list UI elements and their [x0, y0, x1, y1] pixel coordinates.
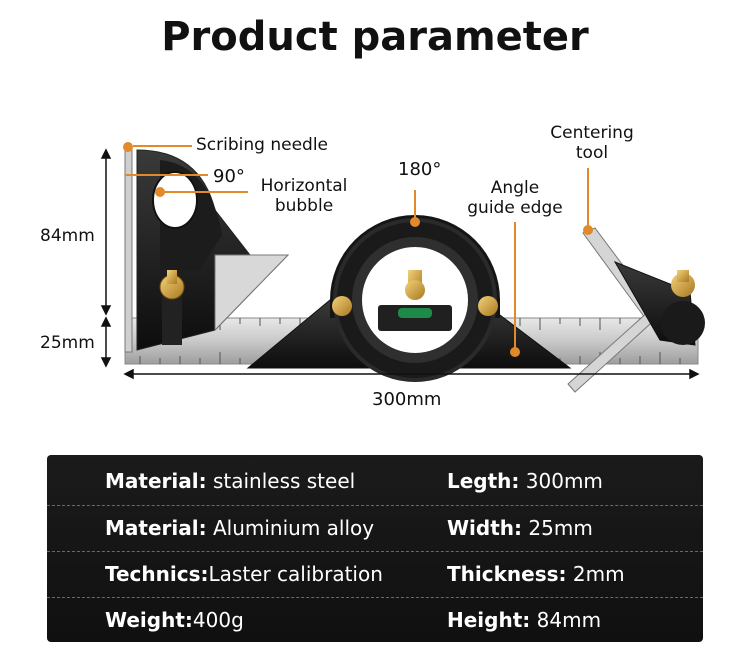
- spec-right: Width: 25mm: [447, 516, 593, 540]
- spec-key: Height:: [447, 608, 531, 632]
- label-25mm: 25mm: [40, 333, 95, 353]
- spec-value: 300mm: [519, 469, 603, 493]
- spec-panel: Material: stainless steel Legth: 300mm M…: [47, 455, 703, 642]
- spec-value: 25mm: [522, 516, 593, 540]
- spec-row: Technics:Laster calibration Thickness: 2…: [47, 551, 703, 598]
- label-horizontal-line2: bubble: [274, 196, 334, 216]
- spec-key: Material:: [105, 516, 207, 540]
- spec-value: 400g: [192, 608, 244, 632]
- spec-value: Laster calibration: [208, 562, 383, 586]
- page-title: Product parameter: [161, 14, 589, 60]
- label-centering-tool: Centering tool: [532, 123, 652, 163]
- spec-row: Material: Aluminium alloy Width: 25mm: [47, 505, 703, 552]
- label-angle-line1: Angle: [490, 178, 540, 198]
- spec-left: Material: stainless steel: [105, 469, 355, 493]
- label-angle-guide-edge: Angle guide edge: [455, 178, 575, 218]
- label-centering-line1: Centering: [550, 123, 634, 143]
- label-angle-line2: guide edge: [467, 198, 563, 218]
- label-180-degree: 180°: [398, 159, 442, 180]
- spec-right: Thickness: 2mm: [447, 562, 625, 586]
- spec-left: Material: Aluminium alloy: [105, 516, 374, 540]
- centering-head: [567, 227, 705, 393]
- label-84mm: 84mm: [40, 226, 95, 246]
- square-head: [123, 142, 290, 353]
- combination-square-diagram: [100, 142, 705, 393]
- spec-right: Legth: 300mm: [447, 469, 603, 493]
- spec-value: Aluminium alloy: [206, 516, 375, 540]
- label-centering-line2: tool: [575, 143, 609, 163]
- spec-row: Weight:400g Height: 84mm: [47, 597, 703, 644]
- spec-key: Technics:: [105, 562, 209, 586]
- label-90-degree: 90°: [213, 166, 245, 187]
- spec-row: Material: stainless steel Legth: 300mm: [47, 459, 703, 505]
- spec-left: Weight:400g: [105, 608, 244, 632]
- spec-right: Height: 84mm: [447, 608, 601, 632]
- label-horizontal-line1: Horizontal: [260, 176, 348, 196]
- spec-value: stainless steel: [206, 469, 356, 493]
- label-scribing-needle: Scribing needle: [196, 135, 328, 155]
- spec-key: Thickness:: [447, 562, 567, 586]
- spec-value: 84mm: [530, 608, 602, 632]
- protractor-head: [246, 215, 572, 382]
- spec-key: Legth:: [447, 469, 520, 493]
- spec-key: Width:: [447, 516, 523, 540]
- spec-key: Material:: [105, 469, 207, 493]
- spec-value: 2mm: [566, 562, 625, 586]
- spec-key: Weight:: [105, 608, 193, 632]
- spec-left: Technics:Laster calibration: [105, 562, 383, 586]
- label-horizontal-bubble: Horizontal bubble: [248, 176, 360, 216]
- label-300mm: 300mm: [372, 389, 442, 410]
